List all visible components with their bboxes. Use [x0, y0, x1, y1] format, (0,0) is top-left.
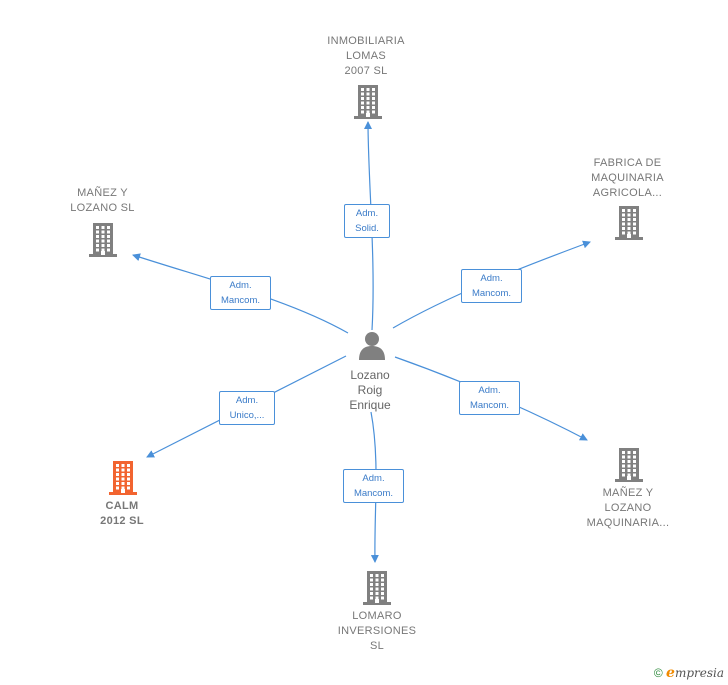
company-name: MAÑEZ Y LOZANO SL: [70, 187, 135, 214]
company-node-lomaro[interactable]: LOMARO INVERSIONES SL: [322, 609, 432, 654]
person-node[interactable]: [340, 330, 404, 360]
company-name: CALM 2012 SL: [100, 500, 144, 527]
building-icon: [354, 85, 382, 119]
company-name: INMOBILIARIA LOMAS 2007 SL: [327, 35, 405, 77]
relation-label[interactable]: Adm. Mancom.: [459, 381, 520, 415]
relation-label[interactable]: Adm. Mancom.: [461, 269, 522, 303]
relation-label[interactable]: Adm. Mancom.: [343, 469, 404, 503]
relation-label[interactable]: Adm. Unico,...: [219, 391, 275, 425]
person-name: Lozano Roig Enrique: [349, 368, 391, 412]
company-node-manez-lozano-sl[interactable]: MAÑEZ Y LOZANO SL: [55, 186, 150, 216]
building-icon: [363, 571, 391, 605]
building-icon: [89, 223, 117, 257]
person-icon: [359, 332, 385, 360]
building-icon: [615, 448, 643, 482]
company-name: LOMARO INVERSIONES SL: [337, 610, 417, 652]
building-icon: [109, 461, 137, 495]
company-node-manez-maquinaria[interactable]: MAÑEZ Y LOZANO MAQUINARIA...: [573, 486, 683, 531]
building-icon: [615, 206, 643, 240]
brand-logo: empresia: [666, 665, 724, 681]
relation-label[interactable]: Adm. Solid.: [344, 204, 390, 238]
company-node-fabrica[interactable]: FABRICA DE MAQUINARIA AGRICOLA...: [575, 156, 680, 201]
company-node-inmobiliaria[interactable]: INMOBILIARIA LOMAS 2007 SL: [316, 34, 416, 79]
relation-label[interactable]: Adm. Mancom.: [210, 276, 271, 310]
company-node-calm[interactable]: CALM 2012 SL: [82, 499, 162, 529]
company-name: MAÑEZ Y LOZANO MAQUINARIA...: [586, 487, 670, 529]
copyright-symbol: ©: [653, 666, 663, 680]
footer-brand: © empresia: [654, 665, 724, 681]
company-name: FABRICA DE MAQUINARIA AGRICOLA...: [591, 157, 664, 199]
